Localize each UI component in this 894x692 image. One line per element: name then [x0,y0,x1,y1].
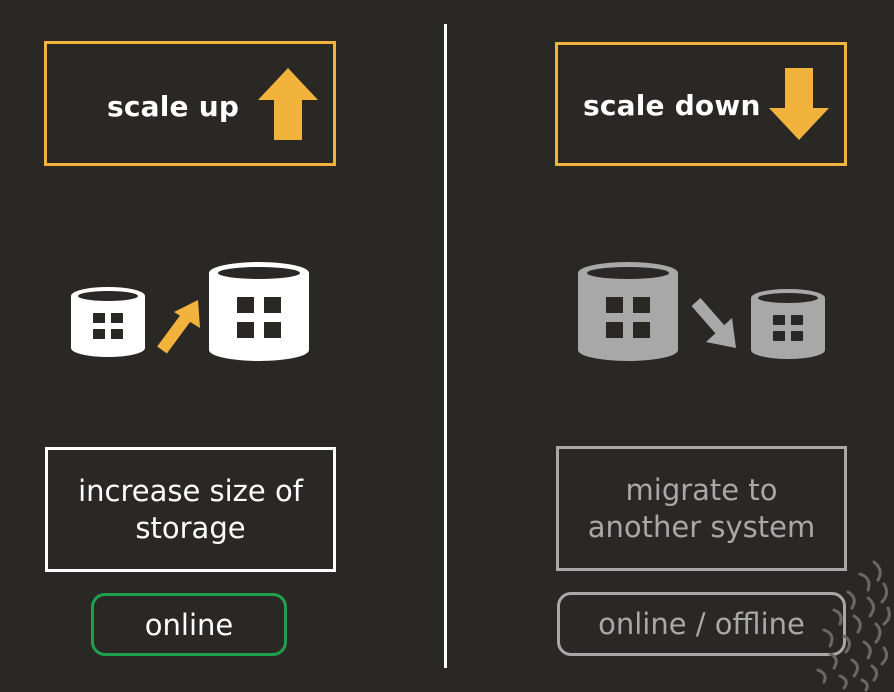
small-database-icon [71,287,145,357]
large-database-icon [209,262,309,361]
scale-up-box: scale up [44,41,336,166]
scale-up-description-box: increase size of storage [45,447,336,572]
online-offline-status: online / offline [598,607,805,641]
large-database-icon [578,262,678,361]
decorative-pattern [816,560,891,692]
scale-down-description-box: migrate to another system [556,446,847,571]
scale-down-box: scale down [555,42,847,166]
scale-up-illustration [66,258,316,368]
arrow-shrink-icon [691,298,736,348]
scale-down-heading: scale down [583,89,761,122]
small-database-icon [751,289,825,359]
online-status: online [144,607,234,642]
arrow-down-icon [769,68,829,140]
online-badge: online [91,593,287,656]
panel-divider [444,24,447,668]
arrow-up-icon [258,68,318,140]
arrow-grow-icon [157,300,200,354]
scale-up-description: increase size of storage [78,473,303,545]
scale-down-illustration [574,258,834,368]
scale-down-description: migrate to another system [587,472,816,544]
online-offline-badge: online / offline [557,592,846,656]
scale-up-heading: scale up [107,90,240,123]
